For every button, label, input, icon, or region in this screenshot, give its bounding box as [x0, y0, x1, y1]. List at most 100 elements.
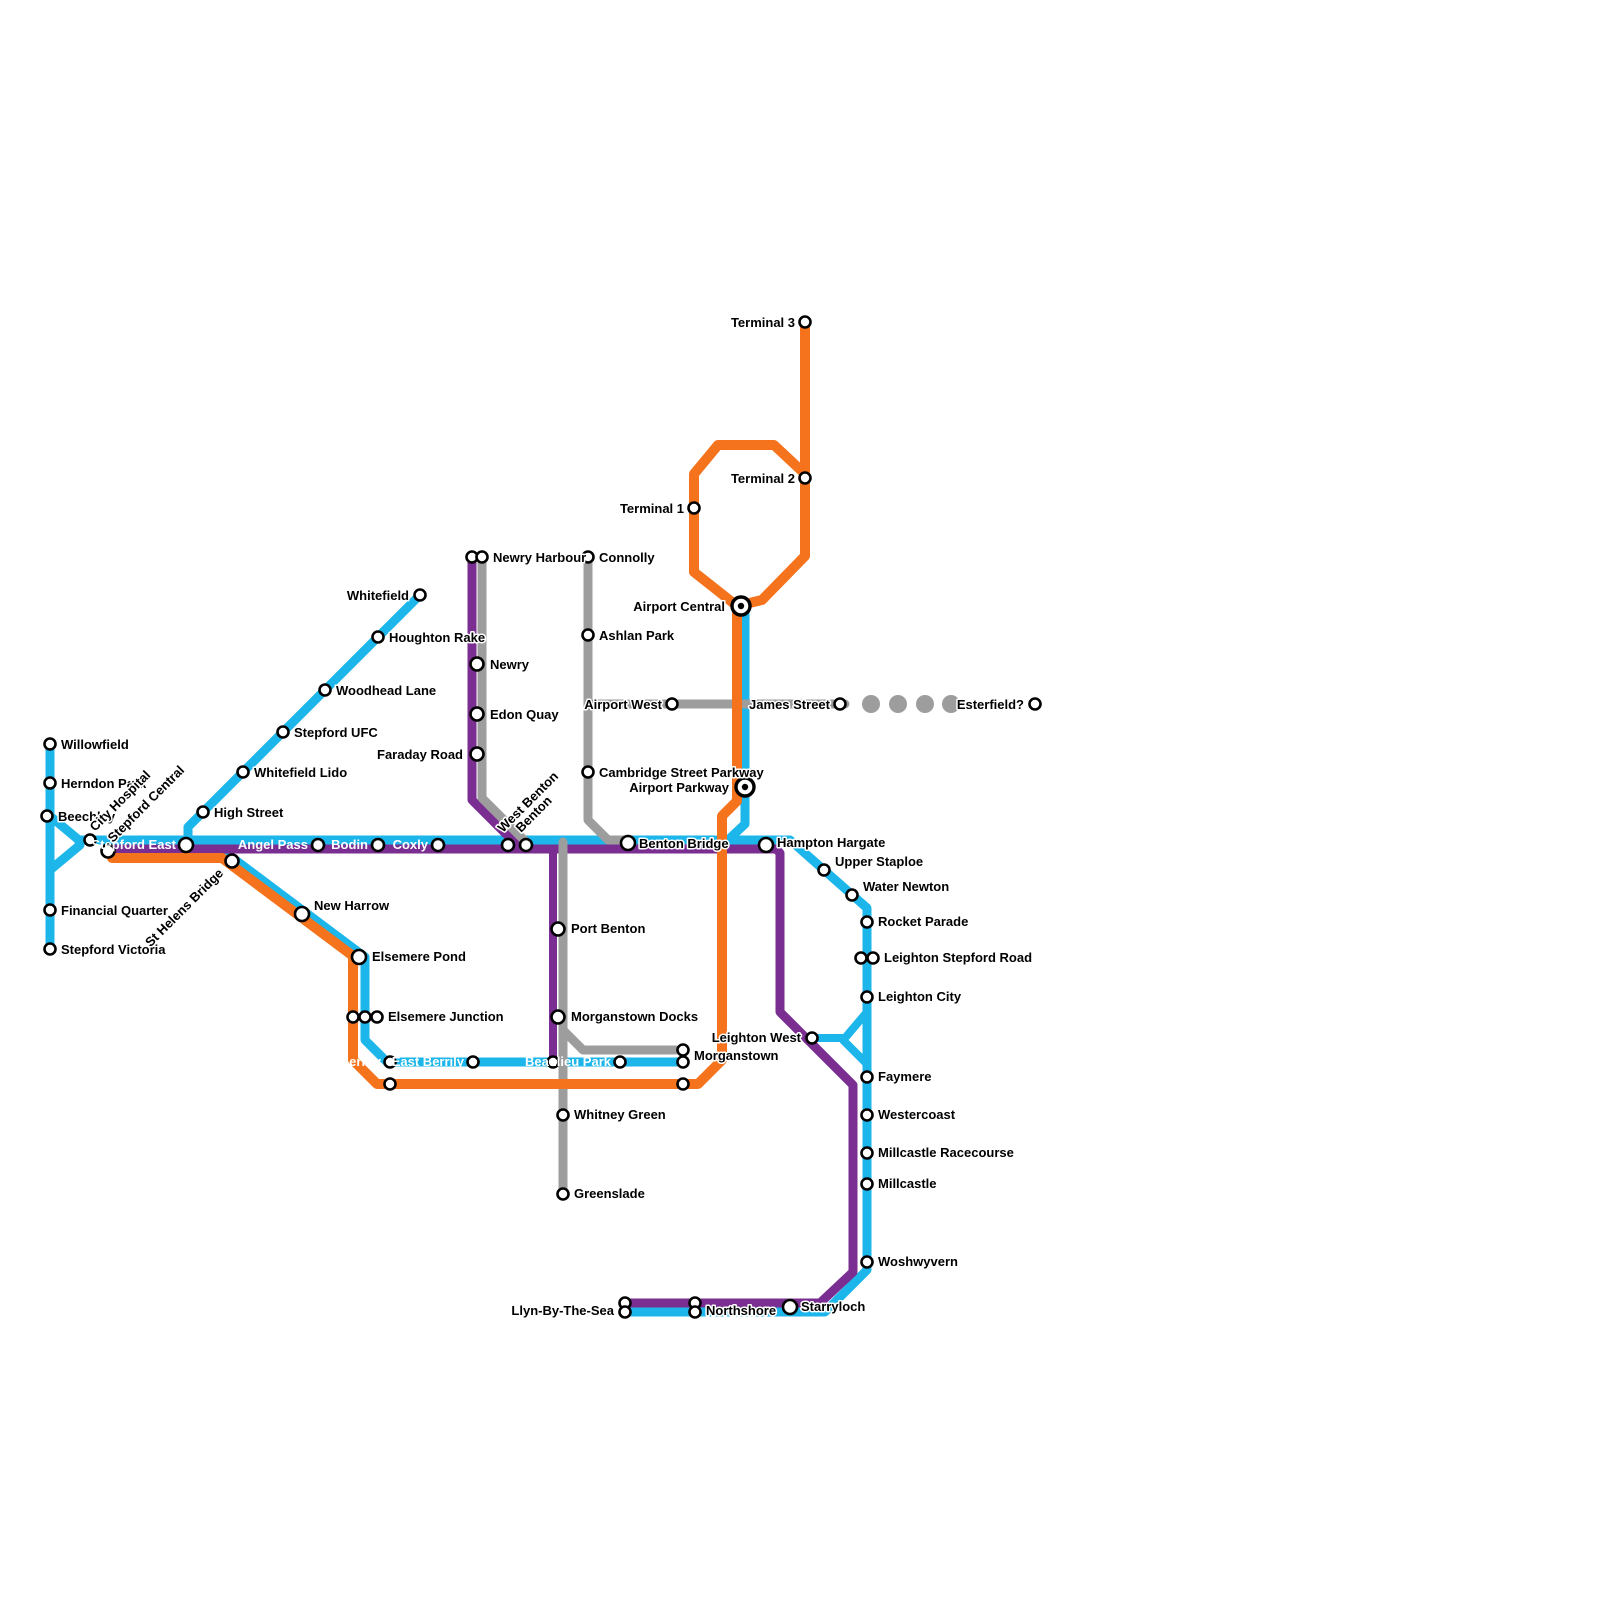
station-millcastle-racecourse[interactable]: Millcastle Racecourse [860, 1144, 1015, 1162]
station-leighton-city[interactable]: Leighton City [860, 988, 963, 1006]
station-marker-icon [860, 1070, 874, 1084]
station-marker-icon [383, 1077, 397, 1091]
station-marker-icon [833, 697, 847, 711]
station-marker-icon [177, 836, 195, 854]
station-leighton-west[interactable]: Leighton West [710, 1029, 819, 1047]
station-esterfield[interactable]: Esterfield? [955, 696, 1042, 714]
station-bodin[interactable]: Bodin [331, 837, 386, 853]
station-greenslade[interactable]: Greenslade [556, 1185, 646, 1203]
station-marker-icon [687, 501, 701, 515]
station-whitney-green[interactable]: Whitney Green [556, 1106, 667, 1124]
station-beaulieu-park[interactable]: Beaulieu Park [525, 1054, 627, 1069]
line-leighton-west-south [839, 1036, 871, 1068]
station-morganstown-docks[interactable]: Morganstown Docks [550, 1008, 700, 1026]
station-marker-icon [688, 1305, 702, 1319]
station-beechley[interactable]: Beechley [40, 808, 117, 826]
station-label: Esterfield? [957, 697, 1024, 712]
station-stepford-victoria[interactable]: Stepford Victoria [43, 941, 168, 959]
station-coxly[interactable]: Coxly [393, 837, 446, 853]
station-connolly[interactable]: Connolly [581, 549, 657, 567]
station-faymere[interactable]: Faymere [860, 1068, 933, 1086]
station-label: Leighton City [878, 989, 962, 1004]
station-marker-icon [346, 1010, 360, 1024]
station-label: Northshore [706, 1303, 776, 1318]
station-east-berrily[interactable]: East Berrily [392, 1054, 480, 1069]
station-morganstown[interactable]: Morganstown [676, 1043, 780, 1091]
line-connect-whitefield [183, 590, 425, 845]
station-high-street[interactable]: High Street [196, 804, 286, 822]
station-james-street[interactable]: James Street [748, 696, 847, 714]
station-stepford-ufc[interactable]: Stepford UFC [276, 724, 380, 742]
station-westercoast[interactable]: Westercoast [860, 1106, 957, 1124]
station-ashlan-park[interactable]: Ashlan Park [581, 627, 676, 645]
proposed-extension-dot [916, 695, 934, 713]
station-stepford-east[interactable]: Stepford East [91, 836, 195, 854]
station-woodhead-lane[interactable]: Woodhead Lane [318, 682, 438, 700]
station-port-benton[interactable]: Port Benton [550, 920, 647, 938]
station-marker-icon [860, 1108, 874, 1122]
station-marker-icon [236, 765, 250, 779]
station-marker-icon [618, 1305, 632, 1319]
station-millcastle[interactable]: Millcastle [860, 1175, 938, 1193]
station-hampton-hargate[interactable]: Hampton Hargate [757, 834, 887, 854]
station-marker-icon [370, 837, 386, 853]
station-whitefield-lido[interactable]: Whitefield Lido [236, 764, 349, 782]
station-label: Stepford UFC [294, 725, 378, 740]
station-label: Greenslade [574, 1186, 645, 1201]
station-starryloch[interactable]: Starryloch [781, 1298, 867, 1316]
station-elsemere-pond[interactable]: Elsemere Pond [350, 948, 467, 966]
station-airport-central[interactable]: Airport Central [632, 595, 752, 617]
station-marker-icon [556, 1108, 570, 1122]
station-llyn-by-the-sea[interactable]: Llyn-By-The-Sea [510, 1296, 632, 1320]
station-leighton-stepford-road[interactable]: Leighton Stepford Road [854, 949, 1034, 967]
station-financial-quarter[interactable]: Financial Quarter [43, 902, 169, 920]
station-newry[interactable]: Newry [469, 656, 531, 674]
station-airport-parkway[interactable]: Airport Parkway [628, 776, 756, 798]
station-label: Rocket Parade [878, 914, 968, 929]
line-airlink-main [107, 605, 742, 1089]
station-marker-icon [224, 853, 240, 869]
line-leighton-west-north [808, 1008, 871, 1042]
station-marker-icon [676, 1055, 690, 1069]
line-airlink-terminal-loop [689, 440, 810, 611]
station-cambridge-street-parkway[interactable]: Cambridge Street Parkway [581, 764, 766, 782]
station-benton-bridge[interactable]: Benton Bridge [619, 835, 730, 853]
station-label: Faymere [878, 1069, 931, 1084]
station-marker-icon [866, 951, 880, 965]
station-label: Starryloch [801, 1299, 865, 1314]
station-newry-harbour[interactable]: Newry Harbour [465, 549, 588, 567]
station-water-newton[interactable]: Water Newton [845, 878, 951, 902]
station-elsemere-junction[interactable]: Elsemere Junction [346, 1008, 505, 1026]
station-marker-icon [469, 656, 485, 672]
line-construction-newry [477, 552, 529, 845]
station-label: Angel Pass [238, 837, 308, 852]
station-marker-icon [310, 837, 326, 853]
station-edon-quay[interactable]: Edon Quay [469, 706, 561, 724]
station-terminal-3[interactable]: Terminal 3 [729, 314, 812, 332]
station-label: Airport Parkway [629, 780, 729, 795]
station-label: Ashlan Park [599, 628, 675, 643]
station-marker-icon [469, 746, 485, 762]
station-terminal-2[interactable]: Terminal 2 [729, 470, 812, 488]
station-marker-icon [350, 948, 368, 966]
station-woshwyvern[interactable]: Woshwyvern [860, 1253, 960, 1271]
station-upper-staploe[interactable]: Upper Staploe [817, 853, 925, 877]
station-berrily[interactable]: Berrily [340, 1054, 397, 1091]
station-angel-pass[interactable]: Angel Pass [238, 837, 326, 853]
station-new-harrow[interactable]: New Harrow [293, 897, 392, 923]
station-whitefield[interactable]: Whitefield [345, 587, 427, 605]
station-houghton-rake[interactable]: Houghton Rake [371, 629, 487, 647]
station-faraday-road[interactable]: Faraday Road [376, 746, 485, 764]
station-label: Whitefield [347, 588, 409, 603]
station-northshore[interactable]: Northshore [688, 1296, 778, 1320]
station-rocket-parade[interactable]: Rocket Parade [860, 913, 970, 931]
station-willowfield[interactable]: Willowfield [43, 736, 130, 754]
station-marker-icon [860, 990, 874, 1004]
line-connect-wye-lower [45, 840, 85, 875]
station-marker-icon [466, 1055, 480, 1069]
station-airport-west[interactable]: Airport West [583, 696, 679, 714]
station-marker-icon [1028, 697, 1042, 711]
station-herndon-park[interactable]: Herndon Park [43, 775, 149, 793]
station-marker-icon [518, 837, 534, 853]
station-terminal-1[interactable]: Terminal 1 [618, 500, 701, 518]
